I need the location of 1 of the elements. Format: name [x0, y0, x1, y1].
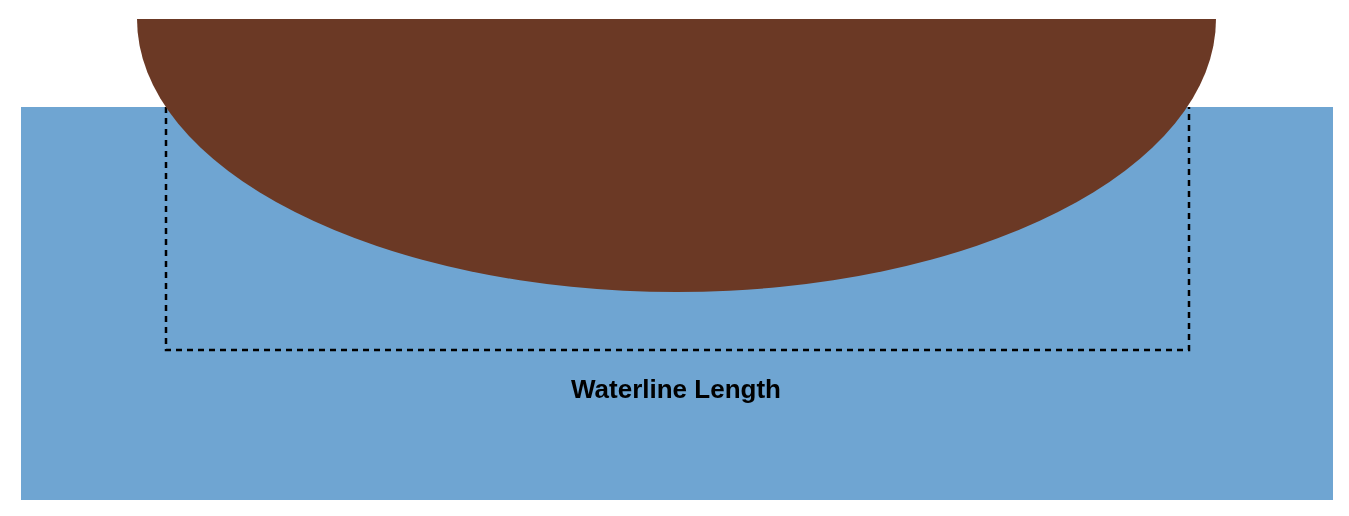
dimension-label: Waterline Length [571, 374, 781, 404]
